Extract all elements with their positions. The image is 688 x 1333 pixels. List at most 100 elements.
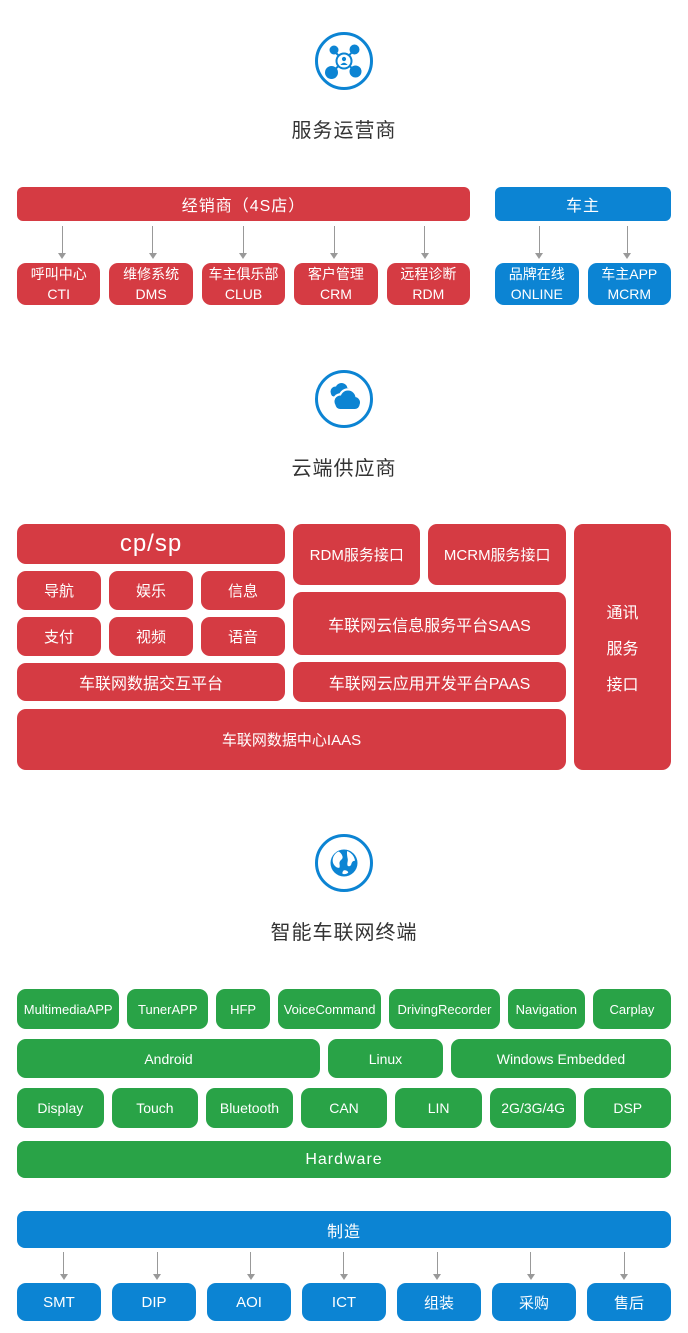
node-label: 通讯 — [606, 605, 639, 622]
dealer-children: 呼叫中心 CTI 维修系统 DMS 车主俱乐部 CLUB 客户管理 CRM 远程… — [17, 263, 471, 305]
node-paas-platform: 车联网云应用开发平台PAAS — [293, 662, 566, 702]
node-ict: ICT — [302, 1283, 386, 1321]
node-label: 车主APP — [601, 266, 658, 282]
node-video: 视频 — [109, 617, 193, 656]
node-display: Display — [17, 1088, 104, 1128]
node-voice: 语音 — [201, 617, 285, 656]
node-can: CAN — [300, 1088, 388, 1128]
node-carplay: Carplay — [592, 989, 671, 1029]
manufacturing-children: SMT DIP AOI ICT 组装 采购 售后 — [17, 1283, 671, 1321]
cloud-icon — [315, 370, 373, 428]
node-payment: 支付 — [17, 617, 101, 656]
node-dip: DIP — [112, 1283, 196, 1321]
manufacturing-arrows — [17, 1248, 671, 1283]
node-sublabel: RDM — [412, 286, 445, 302]
node-bluetooth: Bluetooth — [206, 1088, 293, 1128]
car-owner-group: 车主 品牌在线 ONLINE 车主APP MCRM — [495, 187, 671, 305]
down-arrow-icon — [330, 225, 339, 259]
node-entertainment: 娱乐 — [109, 571, 193, 610]
node-owner-app: 车主APP MCRM — [587, 263, 671, 305]
node-lin: LIN — [395, 1088, 482, 1128]
down-arrow-icon — [239, 225, 248, 259]
node-label: 接口 — [606, 677, 639, 694]
node-tuner-app: TunerAPP — [127, 989, 209, 1029]
node-smt: SMT — [17, 1283, 101, 1321]
node-touch: Touch — [111, 1088, 199, 1128]
dealer-group: 经销商（4S店） 呼叫中心 CTI 维修系统 DMS 车主俱乐部 CLUB 客户… — [17, 187, 471, 305]
node-2g3g4g: 2G/3G/4G — [489, 1088, 577, 1128]
node-sublabel: MCRM — [607, 286, 652, 302]
globe-icon — [315, 834, 373, 892]
terminal-app-row: MultimediaAPP TunerAPP HFP VoiceCommand … — [17, 989, 671, 1029]
down-arrow-icon — [339, 1251, 348, 1280]
node-hardware: Hardware — [17, 1141, 671, 1178]
manufacturing-diagram: 制造 SMT DIP AOI ICT 组装 采购 售后 — [17, 1211, 671, 1321]
node-linux: Linux — [327, 1039, 443, 1078]
network-nodes-icon — [315, 32, 373, 90]
car-owner-arrows — [495, 221, 671, 263]
down-arrow-icon — [59, 1251, 68, 1280]
down-arrow-icon — [433, 1251, 442, 1280]
node-information: 信息 — [201, 571, 285, 610]
terminal-os-row: Android Linux Windows Embedded — [17, 1039, 671, 1078]
node-brand-online: 品牌在线 ONLINE — [495, 263, 579, 305]
node-procurement: 采购 — [492, 1283, 576, 1321]
terminal-driver-row: Display Touch Bluetooth CAN LIN 2G/3G/4G… — [17, 1088, 672, 1128]
node-rdm: 远程诊断 RDM — [386, 263, 471, 305]
car-owner-bar: 车主 — [495, 187, 671, 221]
node-mcrm-service-api: MCRM服务接口 — [428, 524, 566, 585]
node-crm: 客户管理 CRM — [294, 263, 378, 305]
node-sublabel: DMS — [135, 286, 167, 302]
node-label: 服务 — [606, 641, 639, 658]
node-windows-embedded: Windows Embedded — [450, 1039, 671, 1078]
dealer-arrows — [17, 221, 470, 263]
node-driving-recorder: DrivingRecorder — [389, 989, 500, 1029]
node-cti: 呼叫中心 CTI — [17, 263, 101, 305]
node-label: 品牌在线 — [508, 266, 565, 282]
down-arrow-icon — [58, 225, 67, 259]
down-arrow-icon — [420, 225, 429, 259]
down-arrow-icon — [148, 225, 157, 259]
node-label: 维修系统 — [123, 266, 180, 282]
node-data-exchange-platform: 车联网数据交互平台 — [17, 663, 285, 701]
node-sublabel: CTI — [47, 286, 70, 302]
dealer-bar: 经销商（4S店） — [17, 187, 470, 221]
down-arrow-icon — [623, 225, 631, 259]
node-voice-command: VoiceCommand — [277, 989, 382, 1029]
node-android: Android — [17, 1039, 320, 1078]
node-sublabel: CRM — [319, 286, 352, 302]
node-comm-service-api: 通讯 服务 接口 — [574, 524, 671, 770]
node-navigation-app: Navigation — [507, 989, 585, 1029]
node-label: 远程诊断 — [400, 266, 457, 282]
node-label: 车主俱乐部 — [208, 266, 279, 282]
section-title-smart-terminal: 智能车联网终端 — [270, 922, 418, 944]
section-title-cloud-providers: 云端供应商 — [291, 458, 397, 480]
car-owner-children: 品牌在线 ONLINE 车主APP MCRM — [495, 263, 671, 305]
node-sublabel: CLUB — [224, 286, 263, 302]
node-saas-platform: 车联网云信息服务平台SAAS — [293, 592, 566, 655]
node-iaas-datacenter: 车联网数据中心IAAS — [17, 709, 566, 770]
down-arrow-icon — [153, 1251, 162, 1280]
manufacturing-bar: 制造 — [17, 1211, 671, 1248]
node-hfp: HFP — [216, 989, 270, 1029]
node-rdm-service-api: RDM服务接口 — [293, 524, 421, 585]
node-after-sales: 售后 — [587, 1283, 671, 1321]
node-navigation: 导航 — [17, 571, 101, 610]
down-arrow-icon — [535, 225, 543, 259]
node-club: 车主俱乐部 CLUB — [201, 263, 286, 305]
cloud-providers-diagram: cp/sp 导航 娱乐 信息 支付 视频 语音 车联网数据交互平台 RDM服务接… — [17, 524, 671, 770]
node-multimedia-app: MultimediaAPP — [17, 989, 120, 1029]
down-arrow-icon — [526, 1251, 535, 1280]
node-label: 呼叫中心 — [30, 266, 87, 282]
node-dms: 维修系统 DMS — [109, 263, 193, 305]
node-dsp: DSP — [584, 1088, 672, 1128]
node-assembly: 组装 — [397, 1283, 481, 1321]
node-cpsp: cp/sp — [17, 524, 285, 564]
service-operators-diagram: 经销商（4S店） 呼叫中心 CTI 维修系统 DMS 车主俱乐部 CLUB 客户… — [17, 187, 671, 305]
down-arrow-icon — [620, 1251, 629, 1280]
section-title-service-operators: 服务运营商 — [291, 120, 397, 142]
down-arrow-icon — [246, 1251, 255, 1280]
node-sublabel: ONLINE — [510, 286, 563, 302]
node-label: 客户管理 — [307, 266, 364, 282]
smart-terminal-diagram: MultimediaAPP TunerAPP HFP VoiceCommand … — [17, 989, 672, 1178]
